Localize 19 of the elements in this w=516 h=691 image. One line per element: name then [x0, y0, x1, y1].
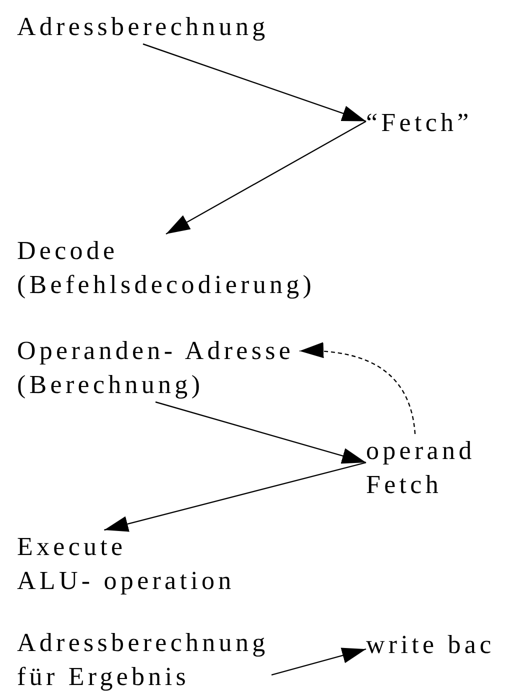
- arrow: [300, 342, 416, 434]
- step-label: Fetch: [366, 469, 443, 501]
- step-label: Adressberechnung: [17, 627, 269, 659]
- step-label: (Befehlsdecodierung): [17, 269, 316, 301]
- arrow: [271, 648, 366, 676]
- step-label: Operanden- Adresse: [17, 335, 294, 367]
- step-label: Adressberechnung: [17, 11, 269, 43]
- step-label: write bac: [366, 629, 495, 661]
- step-label: für Ergebnis: [17, 661, 190, 691]
- step-label: Execute: [17, 531, 128, 563]
- step-label: “Fetch”: [366, 107, 472, 139]
- arrow: [166, 120, 366, 235]
- arrow: [104, 462, 366, 532]
- step-label: operand: [366, 435, 476, 467]
- arrow: [155, 401, 366, 464]
- step-label: ALU- operation: [17, 565, 235, 597]
- step-label: (Berechnung): [17, 369, 205, 401]
- step-label: Decode: [17, 235, 120, 267]
- arrow: [142, 43, 366, 122]
